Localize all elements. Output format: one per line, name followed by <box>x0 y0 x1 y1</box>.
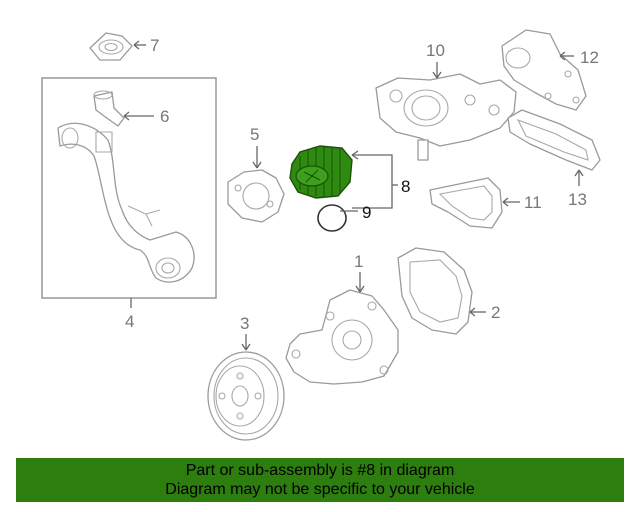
part-3-pulley[interactable] <box>207 351 285 441</box>
callout-12: 12 <box>580 48 599 67</box>
callout-5: 5 <box>250 125 259 144</box>
callout-10: 10 <box>426 41 445 60</box>
callout-8: 8 <box>401 177 410 196</box>
callout-1: 1 <box>354 252 363 271</box>
part-13-gasket[interactable] <box>507 109 601 171</box>
callout-7: 7 <box>150 36 159 55</box>
part-5-gasket[interactable] <box>227 169 285 223</box>
banner-line-1: Part or sub-assembly is #8 in diagram <box>185 462 455 479</box>
part-10-housing[interactable] <box>375 73 517 161</box>
callout-3: 3 <box>240 314 249 333</box>
part-9-o-ring[interactable] <box>317 204 347 232</box>
part-2-gasket[interactable] <box>397 247 473 335</box>
part-7-cap[interactable] <box>89 32 133 61</box>
part-4-box <box>41 77 217 299</box>
part-4-housing[interactable] <box>57 122 195 283</box>
callout-11: 11 <box>524 193 542 212</box>
callout-6: 6 <box>160 107 169 126</box>
callout-2: 2 <box>491 303 500 322</box>
callout-4: 4 <box>125 312 134 331</box>
callout-9: 9 <box>362 203 371 222</box>
part-12-outlet[interactable] <box>501 29 587 111</box>
part-1-water-pump[interactable] <box>285 289 399 385</box>
callout-13: 13 <box>568 190 587 209</box>
part-11-gasket[interactable] <box>429 177 503 229</box>
part-6-connector[interactable] <box>93 90 125 127</box>
banner-line-2: Diagram may not be specific to your vehi… <box>165 481 475 498</box>
part-info-banner: Part or sub-assembly is #8 in diagram Di… <box>16 458 624 502</box>
part-8-thermostat[interactable] <box>289 145 353 199</box>
